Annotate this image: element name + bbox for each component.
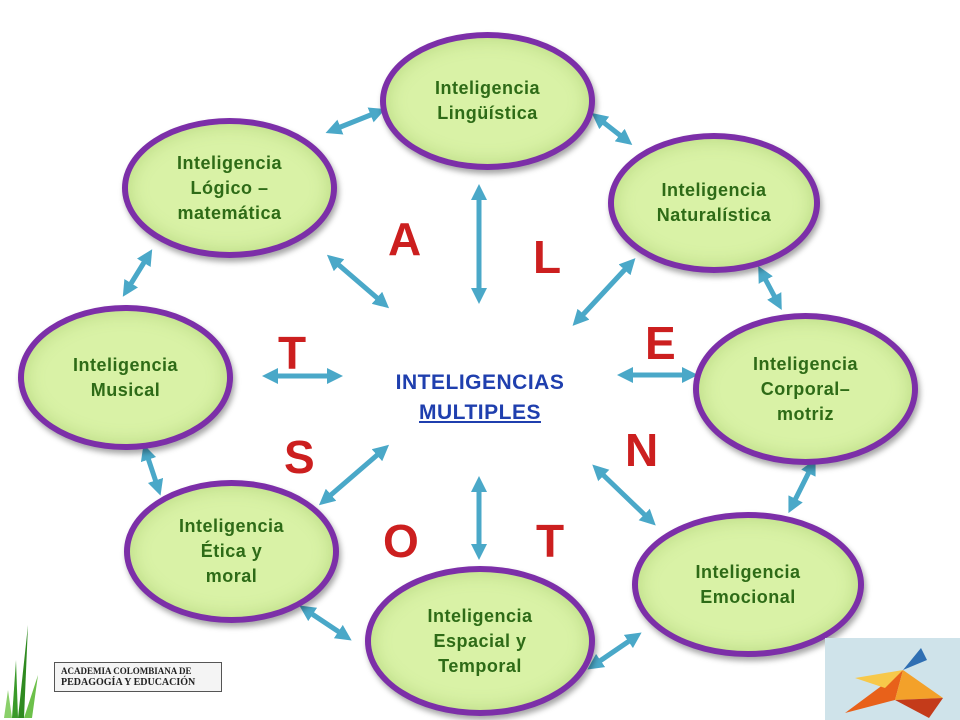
- node-emocional: Inteligencia Emocional: [632, 512, 864, 657]
- arrow-emocional-espacial: [587, 632, 642, 670]
- node-espacial-label: Inteligencia Espacial y Temporal: [427, 605, 533, 676]
- arrow-center-etica: [318, 444, 390, 506]
- node-corporal-label: Inteligencia Corporal– motriz: [752, 353, 859, 424]
- arrow-musical-logico: [122, 249, 153, 297]
- node-linguistica: Inteligencia Lingüística: [380, 32, 595, 170]
- letter-n: N: [625, 424, 659, 476]
- academy-logo-line1: ACADEMIA COLOMBIANA DE: [61, 666, 192, 676]
- letter-t-left: T: [278, 327, 307, 379]
- center-title-line1: INTELIGENCIAS: [395, 371, 565, 394]
- arrow-etica-musical: [140, 444, 164, 496]
- arrow-naturalistica-corporal: [758, 265, 782, 311]
- arrow-linguistica-naturalistica: [591, 113, 633, 145]
- node-naturalistica-label: Inteligencia Naturalística: [656, 180, 772, 225]
- arrow-center-naturalistica: [572, 258, 636, 326]
- academy-logo-icon: [4, 625, 38, 718]
- node-etica: Inteligencia Ética y moral: [124, 480, 339, 623]
- center-title: INTELIGENCIAS MULTIPLES: [330, 368, 630, 428]
- node-logico-label: Inteligencia Lógico – matemática: [176, 152, 283, 223]
- academy-logo-box: ACADEMIA COLOMBIANA DE PEDAGOGÍA Y EDUCA…: [54, 662, 222, 692]
- origami-bird-icon: [825, 638, 960, 720]
- arrow-espacial-etica: [299, 605, 352, 641]
- arrow-logico-linguistica: [325, 107, 386, 135]
- letter-a: A: [388, 213, 422, 265]
- node-musical-label: Inteligencia Musical: [72, 354, 179, 400]
- arrow-corporal-emocional: [788, 458, 816, 514]
- node-linguistica-label: Inteligencia Lingüística: [434, 78, 541, 123]
- node-musical: Inteligencia Musical: [18, 305, 233, 450]
- letter-o: O: [383, 515, 419, 567]
- node-logico: Inteligencia Lógico – matemática: [122, 118, 337, 258]
- node-corporal: Inteligencia Corporal– motriz: [693, 313, 918, 465]
- letter-t-bottom: T: [536, 515, 565, 567]
- letter-s: S: [284, 431, 315, 483]
- node-emocional-label: Inteligencia Emocional: [695, 561, 801, 607]
- letter-e: E: [645, 317, 676, 369]
- node-naturalistica: Inteligencia Naturalística: [608, 133, 820, 273]
- arrow-center-logico: [326, 254, 390, 309]
- academy-logo-line2: PEDAGOGÍA Y EDUCACIÓN: [61, 677, 196, 688]
- node-espacial: Inteligencia Espacial y Temporal: [365, 566, 595, 716]
- node-etica-label: Inteligencia Ética y moral: [178, 516, 285, 586]
- arrow-center-emocional: [592, 464, 656, 526]
- letter-l: L: [533, 231, 562, 283]
- center-title-line2: MULTIPLES: [419, 401, 541, 424]
